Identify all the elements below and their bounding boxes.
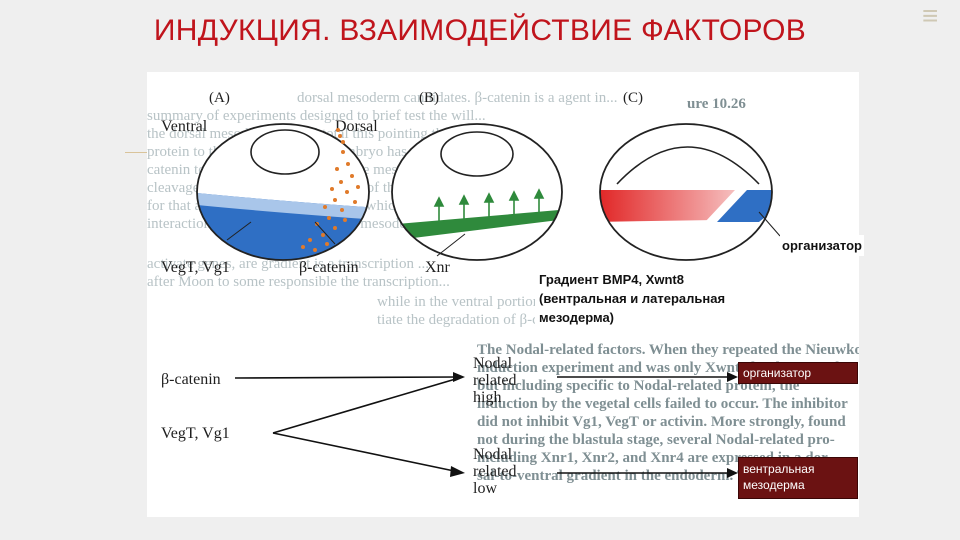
embryo-diagram: dorsal mesoderm candidates. β-catenin is… <box>147 90 859 497</box>
xnr-label: Xnr <box>425 259 451 276</box>
ventral-label: Ventral <box>161 118 208 135</box>
panel-label-c: (C) <box>623 90 643 106</box>
bg-line: dorsal mesoderm candidates. β-catenin is… <box>297 90 617 106</box>
bg-line: but including specific to Nodal-related … <box>477 378 800 394</box>
nodal-high-line2: related <box>473 372 517 389</box>
ventral-mesoderm-box: вентральная мезодерма <box>738 457 858 499</box>
beta-catenin-label: β-catenin <box>299 259 359 276</box>
gradient-line: Градиент BMP4, Xwnt8 <box>539 272 684 287</box>
embryo-c <box>599 123 781 261</box>
bg-line: after Moon to some responsible the trans… <box>147 274 450 290</box>
pathway-vegt-vg1: VegT, Vg1 <box>161 425 230 442</box>
embryo-b <box>391 123 563 261</box>
gradient-line: (вентральная и латеральная <box>539 291 726 306</box>
slide-title: ИНДУКЦИЯ. ВЗАИМОДЕЙСТВИЕ ФАКТОРОВ <box>153 14 807 47</box>
induction-arrows-icon <box>433 188 545 222</box>
ventral-box-line: мезодерма <box>743 478 805 492</box>
organizer-annotation: организатор <box>780 235 864 256</box>
gradient-line: мезодерма) <box>539 310 615 325</box>
corner-decoration-icon: ≡ <box>922 0 939 31</box>
bg-line: summary of experiments designed to brief… <box>147 108 486 124</box>
nodal-high-line1: Nodal <box>473 355 513 372</box>
bg-figure-label: ure 10.26 <box>687 96 746 112</box>
bg-line: did not inhibit Vg1, VegT or activin. Mo… <box>477 414 846 430</box>
orange-dot-column <box>336 128 345 144</box>
panel-label-b: (B) <box>419 90 439 106</box>
nodal-low-line2: related <box>473 463 517 480</box>
pathway-beta-catenin: β-catenin <box>161 371 221 388</box>
bg-line: tiate the degradation of β-catenin. <box>377 312 579 328</box>
ventral-box-line: вентральная <box>743 462 815 476</box>
panel-label-a: (A) <box>209 90 230 106</box>
vegt-vg1-label: VegT, Vg1 <box>161 259 230 276</box>
figure-panel: dorsal mesoderm candidates. β-catenin is… <box>147 72 859 517</box>
bg-line: induction by the vegetal cells failed to… <box>477 396 848 412</box>
bg-line: activate genes, are gradient is a transc… <box>147 256 429 272</box>
gradient-annotation: Градиент BMP4, Xwnt8 (вентральная и лате… <box>535 269 731 328</box>
nodal-low-line1: Nodal <box>473 446 513 463</box>
bg-line: The Nodal-related factors. When they rep… <box>477 342 859 358</box>
nodal-high-line3: high <box>473 389 501 406</box>
accent-line <box>125 152 147 153</box>
organizer-box: организатор <box>738 362 858 384</box>
dorsal-label: Dorsal <box>335 118 378 135</box>
nodal-low-line3: low <box>473 480 497 497</box>
nodal-pathway: β-catenin VegT, Vg1 Nodal related high N… <box>161 355 738 497</box>
bg-line: not during the blastula stage, several N… <box>477 432 835 448</box>
